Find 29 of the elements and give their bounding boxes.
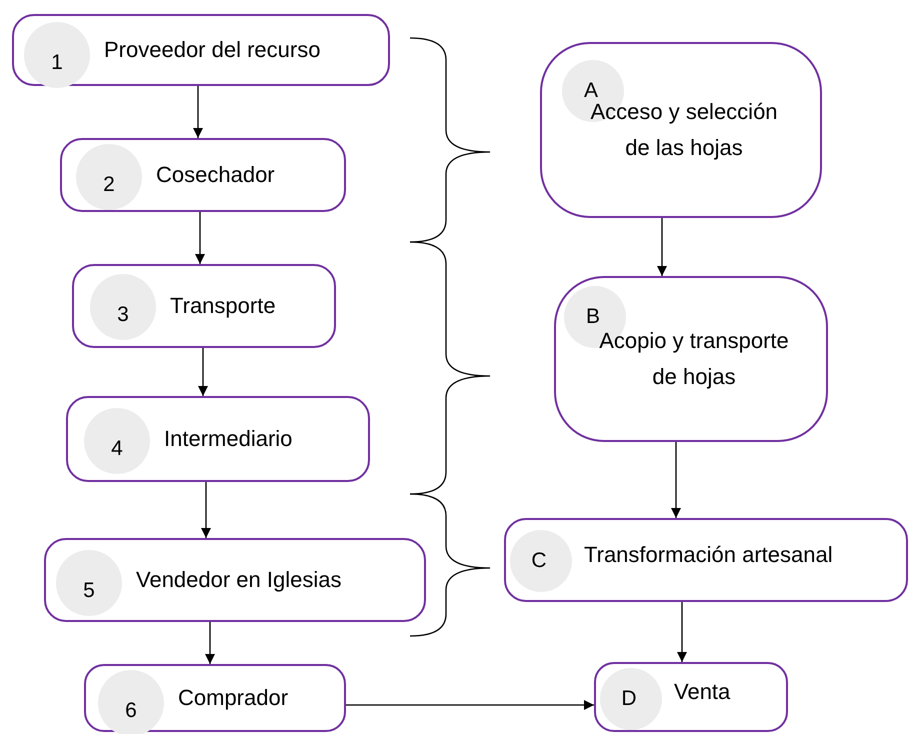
step-label: Comprador [178, 684, 288, 712]
process-box [540, 42, 822, 218]
step-label: Proveedor del recurso [104, 36, 320, 64]
arrow [201, 482, 211, 538]
process-box [72, 264, 336, 348]
process-box [12, 14, 390, 86]
arrow [346, 700, 594, 710]
step-label: Venta [674, 678, 730, 706]
step-label: Cosechador [156, 161, 275, 189]
step-label: Transporte [170, 292, 276, 320]
arrow [671, 442, 681, 518]
process-box [554, 276, 828, 442]
process-box [84, 664, 346, 732]
process-box [594, 662, 788, 732]
arrow [195, 212, 205, 264]
step-label: Intermediario [164, 425, 292, 453]
step-label: Acceso y selección de las hojas [589, 98, 779, 162]
process-box [44, 538, 426, 622]
arrow [677, 602, 687, 662]
process-box [60, 138, 346, 212]
step-label: Acopio y transporte de hojas [598, 327, 790, 391]
process-box [66, 396, 370, 482]
arrow [205, 622, 215, 664]
process-box [504, 518, 908, 602]
arrow [198, 348, 208, 396]
arrow [657, 218, 667, 276]
step-label: Vendedor en Iglesias [136, 566, 342, 594]
arrow [193, 86, 203, 138]
step-label: Transformación artesanal [584, 541, 833, 569]
